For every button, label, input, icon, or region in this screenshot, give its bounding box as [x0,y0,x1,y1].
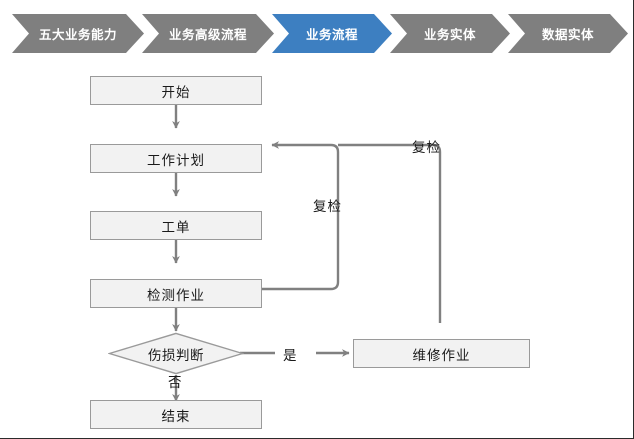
breadcrumb-item-2[interactable]: 业务高级流程 [142,14,274,53]
edge-label-no: 否 [168,375,183,391]
node-start[interactable]: 开始 [90,76,262,105]
node-repair-label: 维修作业 [412,347,471,364]
chevron-shape-3 [272,14,392,53]
node-start-label: 开始 [161,84,191,101]
breadcrumb-item-3[interactable]: 业务流程 [272,14,392,53]
edge-label-recheck-inner: 复检 [313,199,342,215]
edge-label-yes: 是 [283,348,298,364]
chevron-shape-2 [142,14,274,53]
node-inspection[interactable]: 检测作业 [90,279,262,308]
node-work-plan[interactable]: 工作计划 [90,144,262,173]
chevron-shape-4 [390,14,510,53]
node-damage-decision[interactable]: 伤损判断 [108,332,244,375]
breadcrumb: 五大业务能力 业务高级流程 业务流程 业务实体 数据实体 [0,0,634,60]
node-damage-decision-label: 伤损判断 [148,347,204,364]
flowchart-connectors [172,104,442,402]
breadcrumb-label-3: 业务流程 [305,27,358,42]
breadcrumb-item-4[interactable]: 业务实体 [390,14,510,53]
chevron-shape-1 [12,14,144,53]
node-work-plan-label: 工作计划 [147,152,205,169]
node-inspection-label: 检测作业 [147,287,205,304]
breadcrumb-item-5[interactable]: 数据实体 [508,14,628,53]
breadcrumb-label-2: 业务高级流程 [168,27,247,42]
node-end-label: 结束 [161,408,191,425]
breadcrumb-item-1[interactable]: 五大业务能力 [12,14,144,53]
breadcrumb-label-4: 业务实体 [423,27,476,42]
node-work-order-label: 工单 [161,219,191,236]
node-end[interactable]: 结束 [90,400,262,429]
edge-label-recheck-outer: 复检 [412,140,441,156]
diamond-shape [108,332,244,375]
node-work-order[interactable]: 工单 [90,211,262,240]
breadcrumb-label-5: 数据实体 [541,27,594,42]
chevron-shape-5 [508,14,628,53]
node-repair[interactable]: 维修作业 [353,339,530,368]
flowchart: 开始 工作计划 工单 检测作业 伤损判断 维修作业 结束 复 [0,58,634,439]
breadcrumb-label-1: 五大业务能力 [38,27,117,42]
